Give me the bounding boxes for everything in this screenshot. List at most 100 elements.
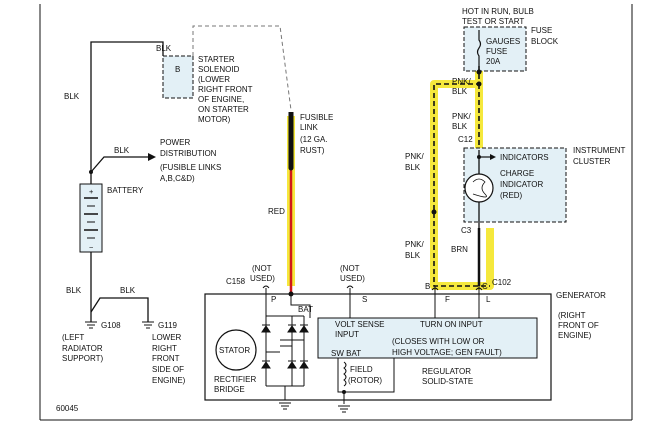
not-used-right-2: USED) [340,274,365,283]
stator-icon [215,329,257,371]
battery-minus-sign: − [89,243,94,252]
fuse-block-section: HOT IN RUN, BULB TEST OR START FUSE BLOC… [405,7,559,287]
power-dist-line-2: DISTRIBUTION [160,149,217,158]
fusible-link-line-3: (12 GA. [300,135,328,144]
connector-c102: C102 [492,278,512,287]
field-line-2: (ROTOR) [348,376,382,385]
gauges-fuse-icon [476,30,482,66]
blk-wire-power-distribution [90,156,148,173]
pnk-blk-2b: BLK [452,122,468,131]
regulator-line-1: REGULATOR [422,367,471,376]
rectifier-line-2: BRIDGE [214,385,245,394]
fuse-hot-line-1: HOT IN RUN, BULB [462,7,534,16]
rectifier-line-1: RECTIFIER [214,375,256,384]
wire-label-brn: BRN [451,245,468,254]
closes-line-1: (CLOSES WITH LOW OR [392,337,485,346]
indicators-arrow [490,154,496,160]
splice-dot [89,170,93,174]
fuse-hot-line-2: TEST OR START [462,17,524,26]
pin-b: B [425,282,430,291]
not-used-right-1: (NOT [340,264,360,273]
stator-label: STATOR [219,346,250,355]
g119-line-3: FRONT [152,354,180,363]
generator: GENERATOR (RIGHT FRONT OF ENGINE) P S B … [204,282,606,413]
pnk-blk-1b: BLK [452,87,468,96]
solenoid-line-7: MOTOR) [198,115,231,124]
field-coil-icon [343,361,347,387]
fusible-link-section: FUSIBLE LINK (12 GA. RUST) RED C158 [226,112,333,297]
fusible-link-line-1: FUSIBLE [300,113,333,122]
pnk-blk-4a: PNK/ [405,240,424,249]
connector-c158: C158 [226,277,246,286]
wire-label-blk-solenoid: BLK [156,44,172,53]
wire-label-blk-lower1: BLK [66,286,82,295]
charge-indicator-lamp-icon [464,173,494,203]
wire-label-red: RED [268,207,285,216]
solenoid-line-2: SOLENOID [198,65,240,74]
pnk-blk-3a: PNK/ [405,152,424,161]
battery-plus-sign: + [89,187,94,196]
generator-location-1: (RIGHT [558,311,586,320]
solenoid-pin-b: B [175,65,180,74]
g108-line-3: SUPPORT) [62,354,104,363]
not-used-left-1: (NOT [252,264,272,273]
blk-wire-g119 [90,297,149,322]
solenoid-line-4: RIGHT FRONT [198,85,253,94]
wire-label-blk-lower2: BLK [120,286,136,295]
ground-g119-label: G119 [158,321,178,330]
fuse-line-3: 20A [486,57,501,66]
connector-c3: C3 [461,226,472,235]
wire-label-blk-dist: BLK [114,146,130,155]
volt-sense-2: INPUT [335,330,359,339]
g119-line-4: SIDE OF [152,365,184,374]
solenoid-line-6: ON STARTER [198,105,249,114]
battery-label: BATTERY [107,186,144,195]
pin-f: F [445,295,450,304]
regulator-line-2: SOLID-STATE [422,377,473,386]
starter-solenoid-box [162,55,194,99]
pnk-blk-4b: BLK [405,251,421,260]
pnk-blk-1a: PNK/ [452,77,471,86]
fuse-line-1: GAUGES [486,37,520,46]
charge-line-3: (RED) [500,191,523,200]
instrument-cluster: INSTRUMENT CLUSTER INDICATORS CHARGE IND… [463,146,626,228]
cluster-title-2: CLUSTER [573,157,611,166]
battery-section: BLK BLK B STARTER SOLENOID (LOWER RIGHT … [62,25,292,385]
regulator-panel [317,317,538,359]
ground-icon-g108 [85,321,97,329]
volt-sense-1: VOLT SENSE [335,320,385,329]
solenoid-line-3: (LOWER [198,75,230,84]
field-rotor-box [337,357,395,393]
fusible-link-line-4: RUST) [300,146,325,155]
g108-line-1: (LEFT [62,333,84,342]
power-distribution-arrow [148,153,156,161]
wire-label-blk-top: BLK [64,92,80,101]
solenoid-to-fusible-link-dashed [192,25,292,111]
connector-c12: C12 [458,135,473,144]
power-dist-line-3: (FUSIBLE LINKS [160,163,221,172]
g119-line-1: LOWER [152,333,182,342]
bat-label: BAT [298,305,313,314]
solenoid-line-1: STARTER [198,55,235,64]
field-line-1: FIELD [350,365,373,374]
pin-l: L [486,295,491,304]
pnk-blk-wire-outer [433,66,490,287]
charge-line-1: CHARGE [500,169,534,178]
charge-line-2: INDICATOR [500,180,543,189]
ground-icon-rectifier [279,402,291,410]
power-dist-line-1: POWER [160,138,190,147]
not-used-left-2: USED) [250,274,275,283]
generator-location-3: ENGINE) [558,331,592,340]
generator-location-2: FRONT OF [558,321,599,330]
indicators-label: INDICATORS [500,153,549,162]
fuse-line-2: FUSE [486,47,507,56]
blk-wire-solenoid [90,41,164,184]
pnk-blk-3b: BLK [405,163,421,172]
g119-line-2: RIGHT [152,344,177,353]
ground-icon-field [338,405,350,413]
cluster-title-1: INSTRUMENT [573,146,626,155]
turn-on-input: TURN ON INPUT [420,320,483,329]
pin-p: P [271,295,276,304]
fusible-link-line-2: LINK [300,123,318,132]
figure-number: 60045 [56,404,79,413]
